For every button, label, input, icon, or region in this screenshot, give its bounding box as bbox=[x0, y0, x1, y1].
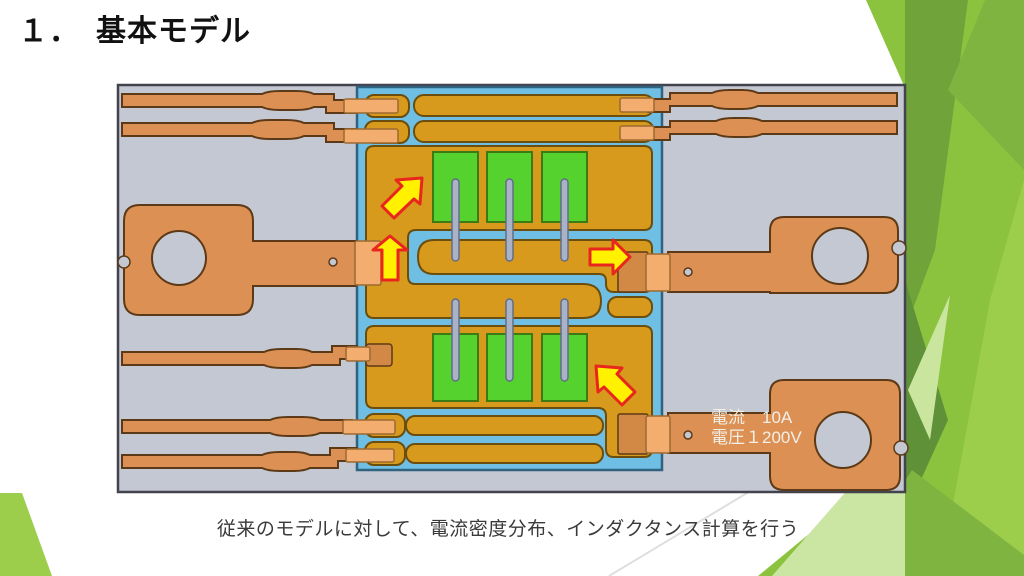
module-spec-current: 電流 10A bbox=[711, 408, 793, 427]
trace-right-2 bbox=[647, 117, 898, 141]
terminal-right-upper-notch bbox=[891, 240, 907, 256]
terminal-left-hole bbox=[151, 230, 207, 286]
terminal-left-rivet bbox=[328, 257, 338, 267]
module-spec-voltage: 電圧１200V bbox=[711, 428, 802, 447]
pad-bottom-rail1-strip bbox=[405, 415, 604, 436]
chips-bottom-row bbox=[432, 333, 588, 402]
connector-right-upper-terminal bbox=[645, 253, 671, 292]
terminal-right-upper-hole bbox=[811, 227, 869, 285]
pad-bottom-rail2-strip bbox=[405, 443, 604, 464]
signal-traces-right bbox=[647, 89, 898, 141]
bond-wire-bottom-3 bbox=[560, 298, 569, 382]
bond-wires bbox=[451, 178, 569, 382]
connector-sq-right-lower bbox=[617, 413, 649, 455]
connector-bottom-rail1 bbox=[342, 419, 396, 435]
terminal-left-notch bbox=[117, 255, 131, 269]
green-decoration-bottom-left bbox=[0, 493, 52, 576]
pad-top-rail1-strip bbox=[413, 94, 655, 117]
pad-small-right bbox=[607, 296, 653, 318]
flow-arrow-up bbox=[371, 234, 409, 282]
connector-bottom-rail2 bbox=[345, 448, 395, 463]
bond-wire-top-3 bbox=[560, 178, 569, 262]
flow-arrow-diagonal-up-left bbox=[594, 364, 637, 407]
connector-top-rail1-right bbox=[619, 97, 655, 113]
terminal-right-lower-rivet bbox=[683, 430, 693, 440]
flow-arrow-right bbox=[588, 238, 632, 276]
terminal-left bbox=[117, 204, 357, 316]
flow-arrow-diagonal-up-right bbox=[380, 176, 424, 220]
bond-wire-top-1 bbox=[451, 178, 460, 262]
terminal-right-upper bbox=[667, 216, 907, 294]
pad-top-rail2-strip bbox=[413, 120, 655, 143]
connector-top-rail2 bbox=[343, 128, 399, 144]
solder-connectors bbox=[342, 97, 671, 463]
trace-right-1 bbox=[647, 89, 898, 113]
bond-wire-bottom-1 bbox=[451, 298, 460, 382]
connector-mid-left bbox=[345, 346, 371, 362]
terminal-right-lower bbox=[667, 379, 909, 491]
bond-wire-bottom-2 bbox=[505, 298, 514, 382]
signal-traces-left bbox=[121, 90, 358, 472]
connector-right-lower-terminal bbox=[645, 415, 671, 454]
connector-top-rail1 bbox=[343, 98, 399, 114]
terminal-right-upper-rivet bbox=[683, 267, 693, 277]
slide-caption: 従来のモデルに対して、電流密度分布、インダクタンス計算を行う bbox=[216, 519, 800, 540]
bond-wire-top-2 bbox=[505, 178, 514, 262]
terminal-right-lower-notch bbox=[893, 440, 909, 456]
trace-left-4 bbox=[121, 416, 353, 437]
green-decoration-right bbox=[608, 0, 1024, 576]
current-flow-arrows bbox=[371, 176, 637, 407]
slide-title: １． 基本モデル bbox=[18, 15, 251, 48]
terminal-right-lower-hole bbox=[814, 411, 872, 469]
module-spec-label: 電流 10A 電圧１200V bbox=[711, 408, 802, 448]
connector-top-rail2-right bbox=[619, 125, 655, 141]
